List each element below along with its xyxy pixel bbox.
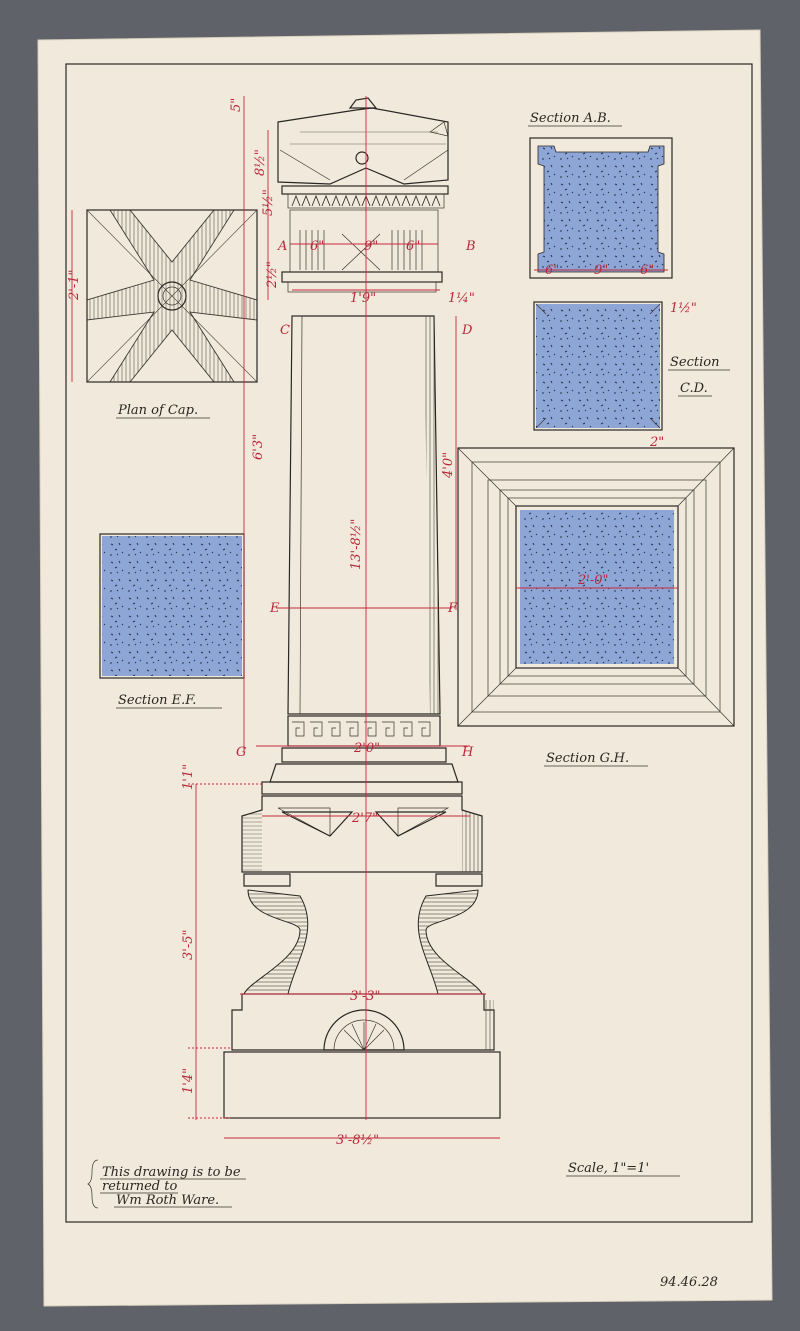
note-line-3: Wm Roth Ware.: [116, 1193, 219, 1208]
column-elevation: [223, 97, 501, 1119]
dim-shaft-section: 6'3": [251, 434, 266, 460]
scale-label: Scale, 1"=1': [568, 1161, 649, 1176]
dim-base-height: 1'4": [181, 1068, 196, 1094]
letter-f: F: [447, 601, 458, 616]
dimension-lines: [188, 96, 500, 1139]
gh-inner-dim: 2'-0": [577, 573, 609, 588]
ab-left-dim: 6": [545, 263, 559, 278]
dim-cap-height: 8½": [253, 149, 268, 176]
dim-pedestal-height: 3'-5": [181, 930, 196, 961]
dim-pedestal-top: 2'7": [351, 811, 378, 826]
plan-of-cap-label: Plan of Cap.: [117, 403, 198, 418]
section-gh: 2'-0" Section G.H.: [457, 447, 735, 767]
section-cd-label-1: Section: [670, 355, 719, 370]
letter-a: A: [277, 239, 287, 254]
letter-d: D: [461, 323, 473, 338]
dim-frieze: 5½": [261, 189, 276, 216]
note-line-2: returned to: [102, 1179, 177, 1194]
cd-corner-bottom-dim: 2": [649, 435, 664, 450]
letter-c: C: [280, 323, 290, 338]
return-note: This drawing is to be returned to Wm Rot…: [87, 1159, 246, 1209]
section-ab-label: Section A.B.: [530, 111, 611, 126]
dim-shaft-height: 13'-8½": [349, 519, 364, 570]
dim-top-cap: 5": [229, 98, 244, 112]
dim-cap-right: 6": [406, 239, 420, 254]
dim-shaft-base: 2'0": [353, 741, 380, 756]
dim-small-a: 2½": [265, 261, 280, 289]
cd-corner-top-dim: 1½": [670, 301, 697, 316]
letter-h: H: [461, 745, 474, 760]
letter-g: G: [236, 745, 246, 760]
sheet-border: [65, 63, 753, 1223]
dim-upper-shaft: 4'0": [441, 452, 456, 479]
dim-dentil: 6": [310, 239, 324, 254]
ab-right-dim: 6": [640, 263, 654, 278]
dim-cap-mid: 9": [364, 239, 378, 254]
dim-shaft-top: 1'9": [350, 291, 376, 306]
section-gh-label: Section G.H.: [546, 751, 629, 766]
dim-pedestal-width: 3'-3": [350, 989, 381, 1004]
plan-of-cap: Plan of Cap. 2'-1": [67, 209, 258, 419]
section-ab: Section A.B. 6" 9" 6": [528, 111, 673, 279]
section-ef-label: Section E.F.: [118, 693, 196, 708]
section-cd: 1½" 2" Section C.D.: [533, 301, 730, 450]
plan-width-dim: 2'-1": [67, 270, 82, 302]
ab-mid-dim: 9": [594, 263, 608, 278]
dim-base-width: 3'-8½": [336, 1133, 379, 1148]
letter-e: E: [269, 601, 280, 616]
letter-b: B: [465, 239, 476, 254]
section-ef: Section E.F.: [99, 533, 245, 709]
section-cd-label-2: C.D.: [680, 381, 708, 396]
note-line-1: This drawing is to be: [102, 1165, 241, 1180]
accession-number: 94.46.28: [660, 1275, 718, 1290]
dim-offset: 1¼": [448, 291, 475, 306]
dim-plinth: 1'1": [181, 764, 196, 790]
